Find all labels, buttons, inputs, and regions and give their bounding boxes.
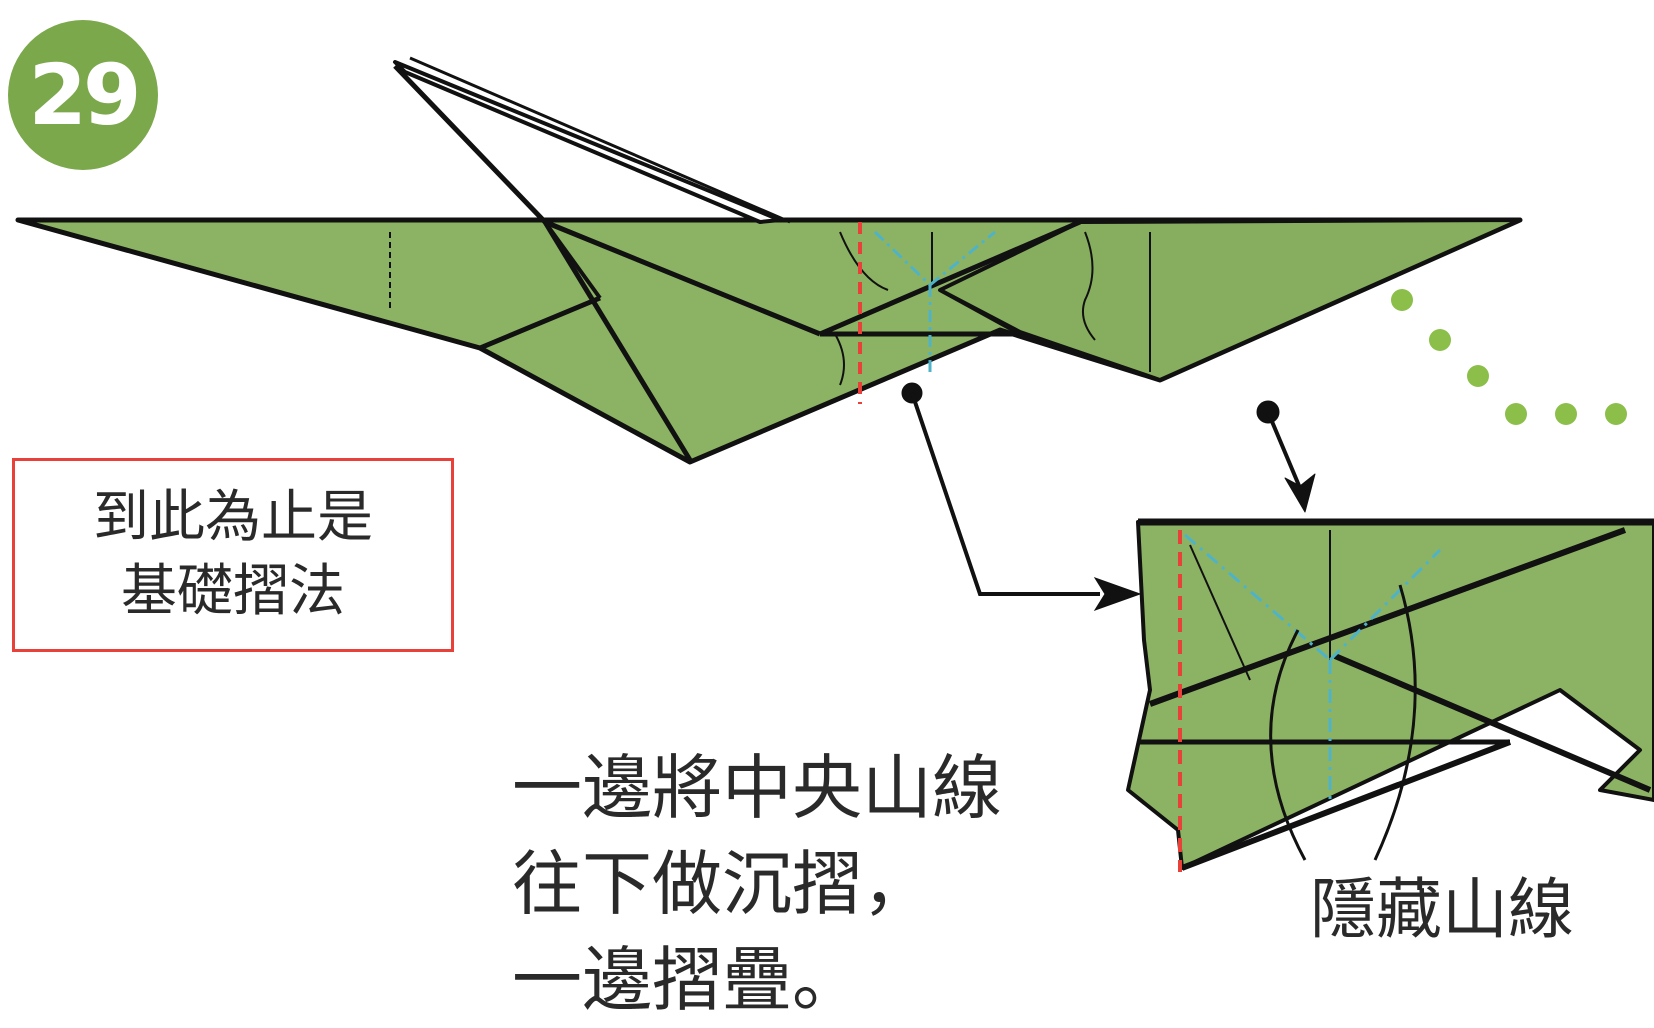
- crease-f: [819, 219, 1081, 337]
- zoom-detail: [1126, 400, 1654, 872]
- zoom-diag-c: [1180, 739, 1512, 871]
- crease-g: [939, 288, 1021, 336]
- hidden-mountain-label: 隱藏山線: [1310, 871, 1574, 948]
- zoom-thin-a: [1189, 544, 1251, 681]
- zoom-dots: [1391, 289, 1627, 425]
- note-box: 到此為止是 基礎摺法: [12, 458, 454, 652]
- instruction-text: 一邊將中央山線 往下做沉摺， 一邊摺疊。: [512, 747, 1002, 1021]
- crease-a: [542, 220, 693, 462]
- zoom-diag-a: [1148, 527, 1627, 707]
- crease-m: [834, 333, 845, 386]
- leader-arrow: [901, 382, 1142, 611]
- crease-d: [544, 219, 821, 337]
- crease-l: [839, 231, 889, 291]
- zoom-hidden-mountain-diag: [1184, 533, 1331, 662]
- crease-b: [543, 220, 602, 300]
- zoom-body: [1126, 520, 1654, 870]
- folded-model: [15, 56, 1523, 465]
- tail-edge-inner: [409, 56, 791, 224]
- callout-arc-right: [1373, 584, 1417, 861]
- crease-c: [479, 295, 601, 351]
- zoom-diag-b: [1333, 653, 1652, 793]
- zoom-hidden-mountain-diag2: [1328, 548, 1442, 662]
- callout-arc-left: [1269, 629, 1307, 861]
- note-text: 到此為止是 基礎摺法: [93, 485, 373, 624]
- crease-k: [1082, 231, 1096, 341]
- step-number-badge: 29: [8, 20, 158, 170]
- hidden-mountain-diag2: [929, 230, 996, 287]
- tail-edge: [393, 64, 547, 224]
- model-tail-point: [393, 60, 782, 224]
